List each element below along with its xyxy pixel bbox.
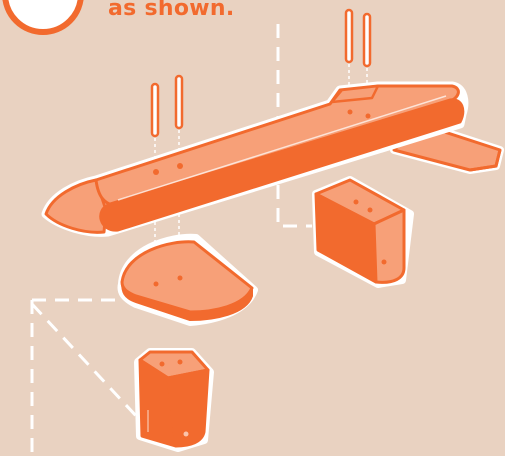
screw-icon: [152, 76, 182, 136]
guide-left-diagonal: [32, 304, 138, 418]
base-plate: [122, 238, 254, 322]
support-block-right: [316, 180, 410, 284]
circle-badge-icon: [5, 0, 81, 32]
support-block-left: [138, 352, 210, 448]
screw-icon: [346, 10, 370, 66]
